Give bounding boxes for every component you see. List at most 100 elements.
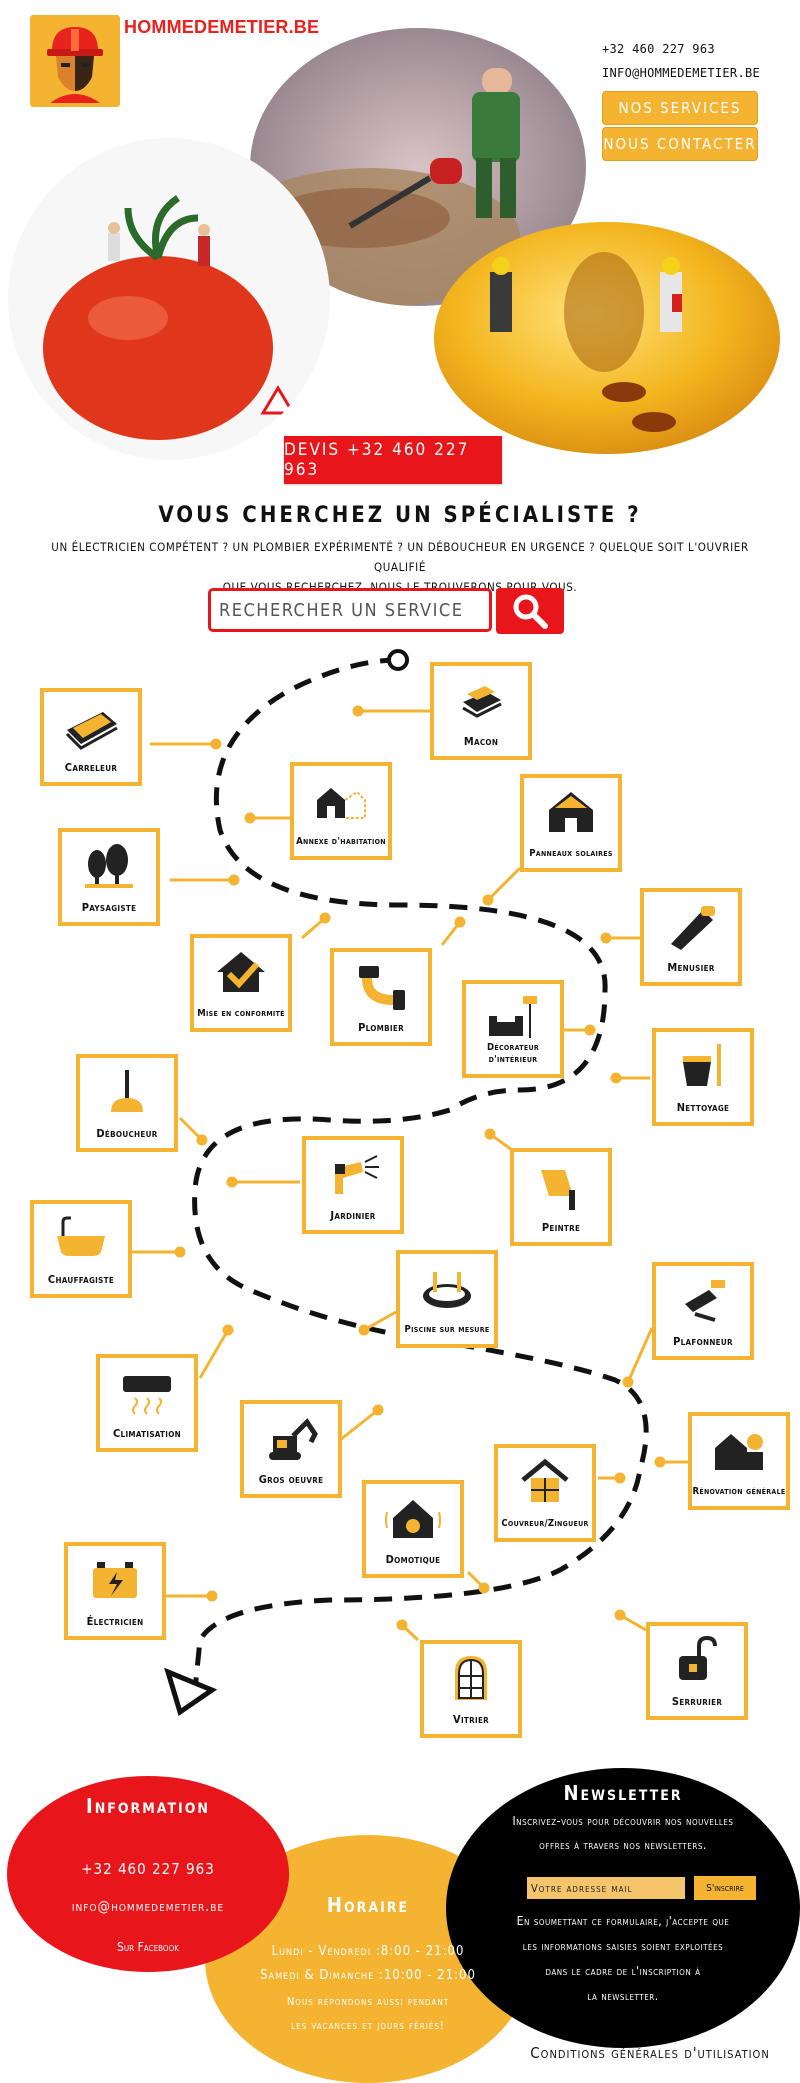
- service-label: Couvreur/Zingueur: [501, 1518, 589, 1529]
- service-label: Macon: [463, 735, 499, 748]
- info-email[interactable]: info@hommedemetier.be: [71, 1899, 225, 1915]
- newsletter-text-1: Inscrivez-vous pour découvrir nos nouvel…: [512, 1814, 734, 1828]
- saw-icon: [671, 906, 715, 950]
- furniture-lamp-icon: [489, 996, 537, 1038]
- hours-title: Horaire: [326, 1893, 410, 1917]
- service-label: Plombier: [358, 1021, 404, 1034]
- window-icon: [455, 1656, 487, 1700]
- header-email[interactable]: INFO@HOMMEDEMETIER.BE: [602, 66, 761, 80]
- service-label: Carreleur: [64, 761, 118, 774]
- hours-weekdays: Lundi - Vendredi :8:00 - 21:00: [271, 1944, 465, 1959]
- service-electricien[interactable]: Électricien: [64, 1542, 166, 1640]
- service-deboucheur[interactable]: Déboucheur: [76, 1054, 178, 1152]
- service-plafonneur[interactable]: Plafonneur: [652, 1262, 754, 1360]
- tiles-icon: [65, 712, 118, 750]
- service-couvreur[interactable]: Couvreur/Zingueur: [494, 1444, 596, 1542]
- house-check-icon: [217, 952, 265, 992]
- newsletter-text-2: offres à travers nos newsletters.: [539, 1838, 707, 1852]
- service-domotique[interactable]: Domotique: [362, 1480, 464, 1578]
- newsletter-consent-2: les informations saisies soient exploité…: [522, 1939, 724, 1953]
- search-icon: [513, 594, 548, 629]
- hours-note-1: Nous répondons aussi pendant: [286, 1995, 450, 2008]
- service-label: Piscine sur mesure: [404, 1324, 490, 1335]
- newsletter-consent-1: En soumettant ce formulaire, j'accepte q…: [516, 1914, 730, 1928]
- service-climatisation[interactable]: Climatisation: [96, 1354, 198, 1452]
- service-plombier[interactable]: Plombier: [330, 948, 432, 1046]
- bathtub-icon: [57, 1216, 105, 1256]
- newsletter-email-input[interactable]: [527, 1877, 685, 1899]
- service-decorateur[interactable]: Décorateur d'intérieur: [462, 980, 564, 1078]
- service-vitrier[interactable]: Vitrier: [420, 1640, 522, 1738]
- service-label: Paysagiste: [81, 901, 137, 914]
- service-label: Électricien: [86, 1615, 144, 1628]
- pool-icon: [423, 1272, 471, 1308]
- service-piscine[interactable]: Piscine sur mesure: [396, 1250, 498, 1348]
- renovation-worker-icon: [715, 1434, 763, 1470]
- service-menusier[interactable]: Menusier: [640, 888, 742, 986]
- site-logo[interactable]: [30, 15, 120, 107]
- service-label: Plafonneur: [673, 1335, 733, 1348]
- service-label: Domotique: [385, 1553, 441, 1566]
- service-carreleur[interactable]: Carreleur: [40, 688, 142, 786]
- service-panneaux[interactable]: Panneaux solaires: [520, 774, 622, 872]
- hero-photo-pepper: [434, 222, 780, 454]
- page-title: VOUS CHERCHEZ UN SPÉCIALISTE ?: [158, 503, 642, 528]
- excavator-icon: [269, 1418, 318, 1460]
- padlock-icon: [679, 1635, 717, 1680]
- search-button[interactable]: [496, 588, 564, 634]
- hero-photo-tomato: [8, 138, 330, 460]
- service-gros[interactable]: Gros oeuvre: [240, 1400, 342, 1498]
- info-phone[interactable]: +32 460 227 963: [81, 1860, 215, 1878]
- service-label: Jardinier: [330, 1209, 376, 1222]
- newsletter-consent-3: dans le cadre de l'inscription à: [545, 1964, 701, 1978]
- intro-line-1: UN ÉLECTRICIEN COMPÉTENT ? UN PLOMBIER E…: [51, 540, 749, 574]
- roadmap-path: [130, 649, 688, 1717]
- service-label: Annexe d'habitation: [296, 836, 386, 847]
- battery-bolt-icon: [93, 1562, 137, 1598]
- smart-home-icon: [385, 1500, 441, 1538]
- service-jardinier[interactable]: Jardinier: [302, 1136, 404, 1234]
- service-macon[interactable]: Macon: [430, 662, 532, 760]
- terms-link[interactable]: Conditions générales d'utilisation: [530, 2044, 770, 2062]
- service-label: Déboucheur: [96, 1127, 158, 1140]
- service-serrurier[interactable]: Serrurier: [646, 1622, 748, 1720]
- paint-roller-icon: [541, 1170, 575, 1210]
- house-extension-icon: [317, 788, 366, 819]
- info-facebook-link[interactable]: Sur Facebook: [117, 1940, 179, 1954]
- solar-house-icon: [549, 792, 593, 832]
- service-label: Rénovation générale: [692, 1486, 786, 1497]
- service-label: Gros oeuvre: [258, 1473, 324, 1486]
- quote-button[interactable]: DEVIS +32 460 227 963: [284, 436, 502, 484]
- service-label: Peintre: [541, 1221, 581, 1234]
- service-peintre[interactable]: Peintre: [510, 1148, 612, 1246]
- newsletter-panel: [446, 1768, 800, 2048]
- service-paysagiste[interactable]: Paysagiste: [58, 828, 160, 926]
- service-mise[interactable]: Mise en conformité: [190, 934, 292, 1032]
- search-input[interactable]: [217, 598, 481, 622]
- service-label: Panneaux solaires: [529, 848, 613, 859]
- service-label: Serrurier: [671, 1695, 723, 1708]
- service-renovation[interactable]: Rénovation générale: [688, 1412, 790, 1510]
- header-phone[interactable]: +32 460 227 963: [602, 42, 715, 56]
- trees-icon: [85, 844, 133, 888]
- service-label: Climatisation: [113, 1427, 181, 1440]
- brick-trowel-icon: [462, 686, 502, 718]
- hours-note-2: les vacances et jours fériés!: [291, 2019, 445, 2032]
- service-nettoyage[interactable]: Nettoyage: [652, 1028, 754, 1126]
- service-label: Menusier: [667, 961, 715, 974]
- bucket-mop-icon: [683, 1044, 721, 1086]
- contact-button[interactable]: NOUS CONTACTER: [602, 127, 758, 161]
- service-label: Chauffagiste: [47, 1273, 115, 1286]
- plaster-trowel-icon: [685, 1280, 725, 1322]
- newsletter-consent-4: la newsletter.: [587, 1989, 659, 2003]
- pipe-icon: [359, 966, 405, 1010]
- worker-logo-icon: [47, 27, 103, 103]
- services-button[interactable]: NOS SERVICES: [602, 91, 758, 125]
- header-contact: +32 460 227 963 INFO@HOMMEDEMETIER.BE: [602, 37, 760, 85]
- brand-name[interactable]: HOMMEDEMETIER.BE: [124, 17, 320, 37]
- hours-weekend: Samedi & Dimanche :10:00 - 21:00: [260, 1968, 476, 1983]
- newsletter-subscribe-button[interactable]: S'inscrire: [694, 1876, 756, 1900]
- service-annexe[interactable]: Annexe d'habitation: [290, 762, 392, 860]
- service-chauffagiste[interactable]: Chauffagiste: [30, 1200, 132, 1298]
- service-label: Décorateur d'intérieur: [486, 1042, 540, 1065]
